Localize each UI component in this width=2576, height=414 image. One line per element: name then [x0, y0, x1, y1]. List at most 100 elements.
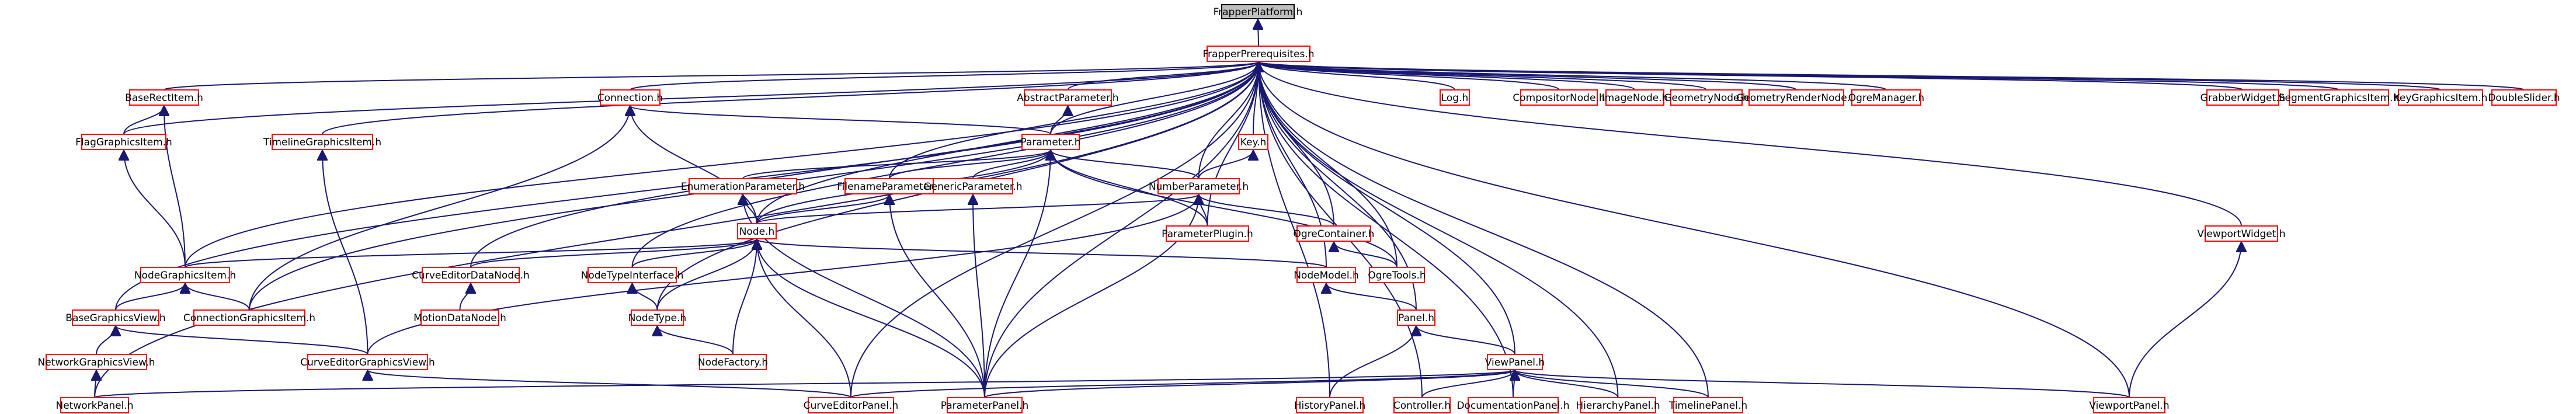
node-label: ParameterPanel.h — [941, 400, 1029, 412]
node-curve-editor-graphics-view[interactable]: CurveEditorGraphicsView.h — [300, 354, 435, 370]
node-grabber-widget[interactable]: GrabberWidget.h — [2200, 89, 2286, 106]
edge-parameter-panel-to-number-parameter — [984, 194, 1199, 398]
node-controller[interactable]: Controller.h — [1393, 397, 1451, 413]
edge-parameter-panel-to-view-panel — [984, 370, 1515, 398]
edges-layer — [94, 19, 2525, 398]
edge-hierarchy-panel-to-view-panel — [1515, 370, 1619, 398]
node-documentation-panel[interactable]: DocumentationPanel.h — [1456, 397, 1570, 413]
node-box — [1021, 134, 1080, 150]
node-box — [72, 309, 159, 326]
node-geometry-node[interactable]: GeometryNode.h — [1664, 89, 1749, 106]
node-box — [1221, 4, 1295, 19]
edge-network-panel-to-view-panel — [94, 370, 1515, 398]
node-box — [1520, 89, 1598, 106]
node-motion-data-node[interactable]: MotionDataNode.h — [413, 309, 506, 326]
node-label: GenericParameter.h — [924, 181, 1023, 193]
node-node-model[interactable]: NodeModel.h — [1294, 267, 1359, 283]
node-label: NetworkPanel.h — [55, 400, 133, 412]
node-compositor-node[interactable]: CompositorNode.h — [1513, 89, 1605, 106]
node-timeline-graphics-item[interactable]: TimelineGraphicsItem.h — [263, 134, 381, 150]
edge-node-to-filename-parameter — [756, 194, 889, 224]
node-box — [2491, 89, 2557, 106]
edge-network-graphics-view-to-base-graphics-view — [96, 325, 116, 355]
edge-node-graphics-item-to-flag-graphics-item — [124, 150, 186, 268]
node-box — [1397, 309, 1435, 326]
node-connection-graphics-item[interactable]: ConnectionGraphicsItem.h — [183, 309, 315, 326]
node-flag-graphics-item[interactable]: FlagGraphicsItem.h — [75, 134, 172, 150]
edge-curve-editor-panel-to-view-panel — [850, 370, 1515, 398]
node-parameter-plugin[interactable]: ParameterPlugin.h — [1162, 225, 1253, 242]
node-network-panel[interactable]: NetworkPanel.h — [55, 397, 134, 413]
edge-node-graphics-item-to-base-rect-item — [164, 106, 186, 268]
node-curve-editor-panel[interactable]: CurveEditorPanel.h — [804, 397, 899, 413]
edge-enumeration-parameter-to-parameter — [742, 149, 1051, 179]
node-image-node[interactable]: ImageNode.h — [1602, 89, 1668, 106]
node-frappier-platform[interactable]: FrapperPlatform.h — [1214, 4, 1303, 19]
node-base-graphics-view[interactable]: BaseGraphicsView.h — [65, 309, 166, 326]
edge-node-to-number-parameter — [756, 194, 1199, 224]
node-connection[interactable]: Connection.h — [597, 89, 663, 106]
node-enumeration-parameter[interactable]: EnumerationParameter.h — [681, 178, 805, 194]
node-ogre-container[interactable]: OgreContainer.h — [1294, 225, 1375, 242]
edge-parameter-panel-to-enumeration-parameter — [743, 194, 985, 398]
node-network-graphics-view[interactable]: NetworkGraphicsView.h — [37, 354, 155, 370]
node-node-graphics-item[interactable]: NodeGraphicsItem.h — [134, 267, 236, 283]
node-number-parameter[interactable]: NumberParameter.h — [1149, 178, 1249, 194]
node-label: ViewportWidget.h — [2197, 228, 2285, 240]
node-ogre-tools[interactable]: OgreTools.h — [1368, 267, 1426, 283]
edge-parameter-panel-to-filename-parameter — [889, 194, 985, 398]
node-node-type[interactable]: NodeType.h — [628, 309, 687, 326]
edge-timeline-panel-to-frapper-prerequisites — [1259, 62, 1709, 398]
node-label: NodeFactory.h — [698, 357, 768, 368]
node-segment-graphics-item[interactable]: SegmentGraphicsItem.h — [2279, 89, 2399, 106]
node-abstract-parameter[interactable]: AbstractParameter.h — [1017, 89, 1119, 106]
node-box — [422, 267, 520, 283]
node-box — [1440, 89, 1470, 106]
node-node-type-interface[interactable]: NodeTypeInterface.h — [581, 267, 684, 283]
node-base-rect-item[interactable]: BaseRectItem.h — [125, 89, 203, 106]
node-viewport-panel[interactable]: ViewportPanel.h — [2089, 397, 2170, 413]
node-box — [60, 397, 129, 413]
node-panel[interactable]: Panel.h — [1397, 309, 1435, 326]
node-generic-parameter[interactable]: GenericParameter.h — [924, 178, 1023, 194]
node-history-panel[interactable]: HistoryPanel.h — [1294, 397, 1366, 413]
node-box — [1369, 267, 1425, 283]
node-double-slider[interactable]: DoubleSlider.h — [2488, 89, 2560, 106]
node-hierarchy-panel[interactable]: HierarchyPanel.h — [1576, 397, 1660, 413]
node-ogre-manager[interactable]: OgreManager.h — [1848, 89, 1924, 106]
node-label: BaseGraphicsView.h — [65, 312, 165, 324]
node-parameter-panel[interactable]: ParameterPanel.h — [941, 397, 1029, 413]
edge-connection-graphics-item-to-node-graphics-item — [185, 283, 250, 311]
node-log[interactable]: Log.h — [1440, 89, 1470, 106]
node-label: ConnectionGraphicsItem.h — [183, 312, 315, 324]
edge-curve-editor-graphics-view-to-timeline-graphics-item — [322, 150, 369, 355]
edge-node-graphics-item-to-frapper-prerequisites — [185, 62, 1259, 268]
node-label: CurveEditorPanel.h — [804, 400, 899, 412]
node-box — [1296, 225, 1371, 242]
node-box — [2093, 397, 2165, 413]
node-box — [1157, 178, 1240, 194]
node-key[interactable]: Key.h — [1238, 134, 1268, 150]
node-frapper-prerequisites[interactable]: FrapperPrerequisites.h — [1202, 46, 1315, 62]
node-box — [1296, 397, 1364, 413]
node-node[interactable]: Node.h — [737, 223, 777, 239]
node-view-panel[interactable]: ViewPanel.h — [1485, 354, 1545, 370]
node-viewport-widget[interactable]: ViewportWidget.h — [2197, 225, 2286, 242]
node-box — [808, 397, 894, 413]
edge-motion-data-node-to-curve-editor-data-node — [459, 283, 471, 311]
node-label: TimelineGraphicsItem.h — [263, 137, 381, 148]
edge-ogre-tools-to-parameter — [1051, 150, 1397, 268]
node-box — [1393, 397, 1451, 413]
edge-ogre-manager-to-frapper-prerequisites — [1259, 61, 1887, 91]
node-key-graphics-item[interactable]: KeyGraphicsItem.h — [2394, 89, 2488, 106]
node-filename-parameter[interactable]: FilenameParameter.h — [837, 178, 942, 194]
node-node-factory[interactable]: NodeFactory.h — [698, 354, 768, 370]
node-parameter[interactable]: Parameter.h — [1020, 134, 1081, 150]
node-label: MotionDataNode.h — [413, 312, 506, 324]
node-box — [2398, 89, 2483, 106]
edge-node-factory-to-node — [732, 239, 757, 355]
node-geometry-render-node[interactable]: GeometryRenderNode.h — [1736, 89, 1857, 106]
node-curve-editor-data-node[interactable]: CurveEditorDataNode.h — [412, 267, 530, 283]
node-timeline-panel[interactable]: TimelinePanel.h — [1668, 397, 1747, 413]
node-label: HierarchyPanel.h — [1576, 400, 1660, 412]
